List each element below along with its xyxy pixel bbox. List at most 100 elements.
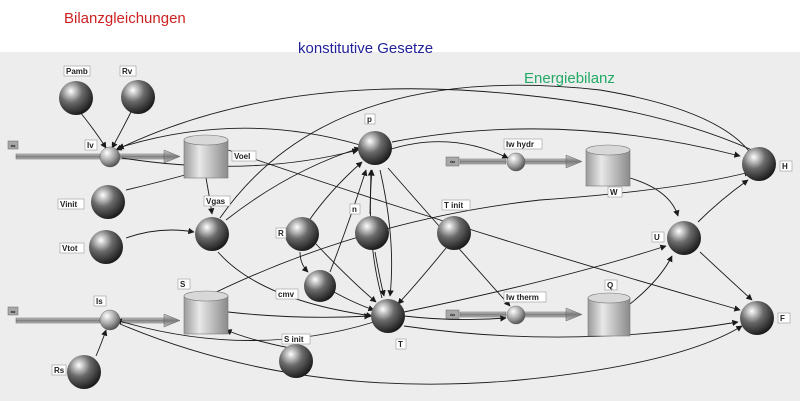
edge-u-h xyxy=(697,179,749,223)
edge-n-p xyxy=(367,169,375,215)
source-cloud-iv-label: ∞ xyxy=(11,143,16,150)
source-cloud-iv[interactable]: ∞ xyxy=(7,140,19,150)
var-t[interactable]: T xyxy=(371,299,407,350)
heading-energiebilanz: Energiebilanz xyxy=(524,70,615,87)
flow-pipe-is-arrowhead xyxy=(163,313,181,328)
var-f-label: F xyxy=(780,314,785,323)
edge-r-cmv xyxy=(299,251,309,273)
var-cmv-label: cmv xyxy=(278,290,295,299)
flow-is-label: Is xyxy=(96,297,103,306)
edge-t-is xyxy=(115,318,375,341)
edge-cmv-t xyxy=(333,291,375,312)
flow-pipe-iwtherm-in xyxy=(459,311,507,318)
edge-voel-f xyxy=(227,149,741,312)
edge-p-t xyxy=(379,169,394,297)
source-clouds: ∞ ∞ ∞ ∞ xyxy=(7,140,460,320)
edge-t-f xyxy=(403,319,739,338)
flow-iwtherm[interactable]: Iw therm xyxy=(503,291,547,325)
edge-p-h xyxy=(391,128,741,158)
var-sinit[interactable]: S init xyxy=(279,333,313,378)
source-cloud-iwtherm[interactable]: ∞ xyxy=(445,309,460,320)
edge-t-iwtherm xyxy=(403,315,507,322)
edge-vgas-t xyxy=(217,251,373,319)
edge-vtot-vgas xyxy=(125,227,195,239)
stock-s-label: S xyxy=(180,280,186,289)
flow-valves: Iv Is Iw hydr Iw therm xyxy=(84,138,547,331)
edge-h-iv xyxy=(115,88,753,151)
var-u-label: U xyxy=(654,233,660,242)
var-n[interactable]: n xyxy=(349,203,389,250)
var-r-label: R xyxy=(278,229,284,238)
var-vgas[interactable]: Vgas xyxy=(195,195,231,251)
flow-iwtherm-label: Iw therm xyxy=(506,293,539,302)
stock-w[interactable]: W xyxy=(585,144,631,198)
stock-q-label: Q xyxy=(607,281,613,290)
edge-tinit-t xyxy=(397,247,447,305)
source-cloud-iwhydr[interactable]: ∞ xyxy=(445,156,460,167)
edge-is-f-long xyxy=(119,323,743,385)
stock-voel[interactable]: Voel xyxy=(183,134,257,179)
flow-pipe-iwhydr-in xyxy=(459,158,507,165)
flow-pipes xyxy=(15,149,583,328)
edge-s-t xyxy=(227,311,371,320)
edge-u-f xyxy=(699,251,753,301)
var-f[interactable]: F xyxy=(740,301,791,335)
var-pamb-label: Pamb xyxy=(66,67,88,76)
stock-q[interactable]: Q xyxy=(587,279,631,337)
flow-pipe-iwhydr-arrowhead xyxy=(565,154,583,169)
edge-s-h xyxy=(199,170,751,301)
edge-q-u xyxy=(629,255,673,305)
source-cloud-iwhydr-label: ∞ xyxy=(450,159,455,166)
var-pamb[interactable]: Pamb xyxy=(59,65,93,115)
var-cmv[interactable]: cmv xyxy=(275,270,336,302)
edge-vgas-h xyxy=(219,84,753,219)
edge-rs-is xyxy=(95,329,108,357)
heading-bilanzgleichungen: Bilanzgleichungen xyxy=(64,10,186,27)
edge-p-iwhydr xyxy=(387,141,509,159)
var-sinit-label: S init xyxy=(284,335,304,344)
var-p-label: p xyxy=(367,115,372,124)
connector-arrows xyxy=(79,84,753,385)
var-tinit-label: T init xyxy=(444,201,463,210)
var-p[interactable]: p xyxy=(358,113,392,165)
source-cloud-is-label: ∞ xyxy=(11,309,16,316)
source-cloud-is[interactable]: ∞ xyxy=(7,306,19,316)
var-vtot[interactable]: Vtot xyxy=(59,230,123,264)
stock-s[interactable]: S xyxy=(177,278,229,335)
flow-pipe-iwhydr-out xyxy=(523,158,567,165)
flow-iwhydr-label: Iw hydr xyxy=(506,140,534,149)
edge-iv-p-link xyxy=(121,148,359,167)
flow-pipe-is-in xyxy=(15,317,101,324)
edge-cmv-p xyxy=(329,169,368,273)
var-tinit[interactable]: T init xyxy=(437,199,471,250)
var-rv-label: Rv xyxy=(122,67,133,76)
var-t-label: T xyxy=(398,340,403,349)
flow-is[interactable]: Is xyxy=(93,295,121,331)
var-h[interactable]: H xyxy=(742,147,793,181)
var-rv[interactable]: Rv xyxy=(119,65,155,114)
edge-p-iv xyxy=(117,127,361,150)
var-r[interactable]: R xyxy=(275,217,319,251)
heading-konstitutive-gesetze: konstitutive Gesetze xyxy=(298,40,434,57)
flow-iv[interactable]: Iv xyxy=(84,139,121,168)
edge-sinit-s xyxy=(225,329,291,349)
stock-voel-label: Voel xyxy=(234,152,250,161)
flow-pipe-iwtherm-arrowhead xyxy=(565,307,583,322)
flow-pipe-iv-arrowhead xyxy=(163,149,181,164)
edge-r-t xyxy=(315,243,377,303)
var-n-label: n xyxy=(352,205,357,214)
var-vinit-label: Vinit xyxy=(60,200,78,209)
flow-iwhydr[interactable]: Iw hydr xyxy=(503,138,543,172)
source-cloud-iwtherm-label: ∞ xyxy=(450,312,455,319)
edge-rv-iv xyxy=(111,109,133,149)
var-vtot-label: Vtot xyxy=(62,244,78,253)
var-rs[interactable]: Rs xyxy=(51,355,101,389)
edge-n-t xyxy=(374,251,386,297)
var-u[interactable]: U xyxy=(651,221,701,255)
stock-w-label: W xyxy=(610,188,618,197)
edge-r-p xyxy=(307,161,363,223)
var-vinit[interactable]: Vinit xyxy=(57,185,125,219)
flow-iv-label: Iv xyxy=(87,141,94,150)
var-rs-label: Rs xyxy=(54,366,65,375)
